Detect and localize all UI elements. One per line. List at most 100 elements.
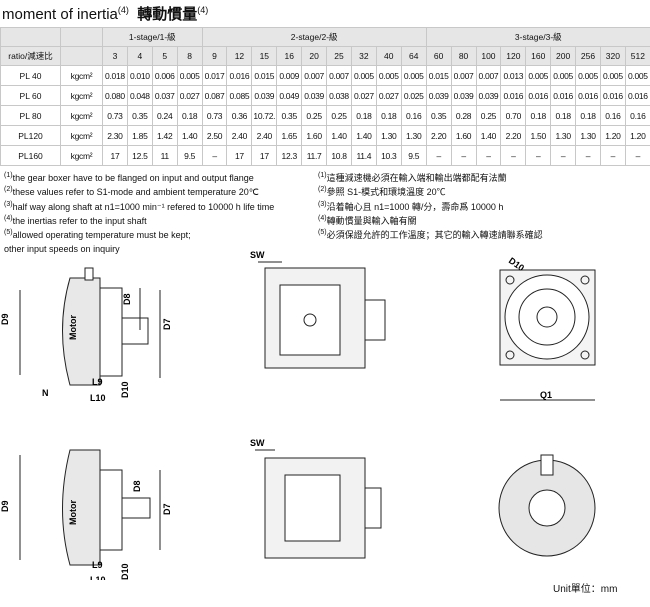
model-cell: PL 60 xyxy=(0,85,61,106)
value-cell: 0.017 xyxy=(201,65,228,86)
ratio-header: 256 xyxy=(575,46,601,66)
note-item: (3)沿着軸心且 n1=1000 轉/分，壽命爲 10000 h xyxy=(318,200,504,212)
svg-text:SW: SW xyxy=(250,250,265,260)
value-cell: 0.010 xyxy=(126,65,153,86)
value-cell: 1.20 xyxy=(624,125,650,146)
value-cell: 12.5 xyxy=(126,145,153,166)
value-cell: 0.015 xyxy=(425,65,452,86)
svg-text:D9: D9 xyxy=(0,500,10,512)
unit-cell: kgcm² xyxy=(60,105,103,126)
corner-cell xyxy=(0,27,61,47)
value-cell: 0.005 xyxy=(525,65,552,86)
value-cell: 0.005 xyxy=(624,65,650,86)
stage-header: 1-stage/1-級 xyxy=(102,27,203,47)
value-cell: – xyxy=(201,145,228,166)
value-cell: 0.24 xyxy=(151,105,178,126)
ratio-header: 64 xyxy=(400,46,427,66)
unit-cell: kgcm² xyxy=(60,125,103,146)
svg-text:SW: SW xyxy=(250,438,265,448)
value-cell: 0.085 xyxy=(226,85,253,106)
value-cell: 12.3 xyxy=(276,145,303,166)
note-item: (5)必須保證允許的工作溫度；其它的輸入轉速請聯系確認 xyxy=(318,229,543,241)
notes-chinese: (1)這種減速機必須在輸入端和輸出端都配有法蘭(2)參照 S1-模式和環境溫度 … xyxy=(318,170,543,241)
value-cell: 0.038 xyxy=(326,85,352,106)
svg-text:Motor: Motor xyxy=(68,315,78,340)
value-cell: – xyxy=(500,145,527,166)
unit-cell: kgcm² xyxy=(60,145,103,166)
value-cell: 0.007 xyxy=(450,65,477,86)
model-cell: PL120 xyxy=(0,125,61,146)
value-cell: 1.20 xyxy=(599,125,626,146)
ratio-header: 200 xyxy=(550,46,577,66)
svg-text:D10: D10 xyxy=(120,563,130,580)
svg-text:Motor: Motor xyxy=(68,500,78,525)
svg-text:L10: L10 xyxy=(90,575,106,580)
ratio-header: 25 xyxy=(326,46,352,66)
value-cell: – xyxy=(475,145,502,166)
value-cell: 0.25 xyxy=(475,105,502,126)
note-item: (2)參照 S1-模式和環境溫度 20℃ xyxy=(318,186,446,198)
value-cell: 0.016 xyxy=(599,85,626,106)
value-cell: 0.005 xyxy=(400,65,427,86)
ratio-header: 60 xyxy=(425,46,452,66)
note-item: (4)轉動慣量與輸入軸有關 xyxy=(318,214,417,226)
value-cell: – xyxy=(450,145,477,166)
svg-text:Q1: Q1 xyxy=(540,390,552,400)
value-cell: 0.027 xyxy=(375,85,402,106)
value-cell: 1.30 xyxy=(400,125,427,146)
value-cell: 1.42 xyxy=(151,125,178,146)
value-cell: 0.18 xyxy=(375,105,402,126)
value-cell: 17 xyxy=(102,145,128,166)
value-cell: 0.080 xyxy=(102,85,128,106)
ratio-header: 3 xyxy=(102,46,128,66)
value-cell: 0.007 xyxy=(301,65,328,86)
value-cell: 10.72. xyxy=(251,105,278,126)
ratio-header: 15 xyxy=(251,46,278,66)
value-cell: – xyxy=(550,145,577,166)
value-cell: 0.039 xyxy=(251,85,278,106)
ratio-header: 5 xyxy=(151,46,178,66)
value-cell: 0.006 xyxy=(151,65,178,86)
value-cell: 1.60 xyxy=(450,125,477,146)
value-cell: 0.037 xyxy=(151,85,178,106)
value-cell: 2.50 xyxy=(201,125,228,146)
note-item: (5)allowed operating temperature must be… xyxy=(4,229,191,241)
model-cell: PL160 xyxy=(0,145,61,166)
svg-text:L9: L9 xyxy=(92,560,103,570)
section-view-bottom xyxy=(255,449,382,559)
value-cell: 0.018 xyxy=(102,65,128,86)
value-cell: 17 xyxy=(226,145,253,166)
value-cell: 0.016 xyxy=(226,65,253,86)
ratio-label: ratio/減速比 xyxy=(0,46,61,66)
value-cell: 0.25 xyxy=(326,105,352,126)
stage-header: 3-stage/3-級 xyxy=(425,27,650,47)
page-title: moment of inertia(4) 轉動慣量(4) xyxy=(2,5,209,23)
ratio-header: 4 xyxy=(126,46,153,66)
value-cell: – xyxy=(575,145,601,166)
value-cell: 1.50 xyxy=(525,125,552,146)
value-cell: – xyxy=(425,145,452,166)
ratio-header: 80 xyxy=(450,46,477,66)
value-cell: 10.3 xyxy=(375,145,402,166)
value-cell: 0.005 xyxy=(575,65,601,86)
svg-text:L9: L9 xyxy=(92,377,103,387)
ratio-header: 16 xyxy=(276,46,303,66)
value-cell: 0.049 xyxy=(276,85,303,106)
value-cell: 2.20 xyxy=(500,125,527,146)
value-cell: 0.016 xyxy=(575,85,601,106)
value-cell: 0.039 xyxy=(425,85,452,106)
value-cell: 1.30 xyxy=(550,125,577,146)
value-cell: 1.40 xyxy=(475,125,502,146)
value-cell: 0.005 xyxy=(176,65,203,86)
svg-text:D7: D7 xyxy=(162,318,172,330)
ratio-header: 100 xyxy=(475,46,502,66)
ratio-header: 8 xyxy=(176,46,203,66)
svg-text:D10: D10 xyxy=(120,381,130,398)
value-cell: 0.18 xyxy=(176,105,203,126)
side-view-top xyxy=(19,267,161,386)
